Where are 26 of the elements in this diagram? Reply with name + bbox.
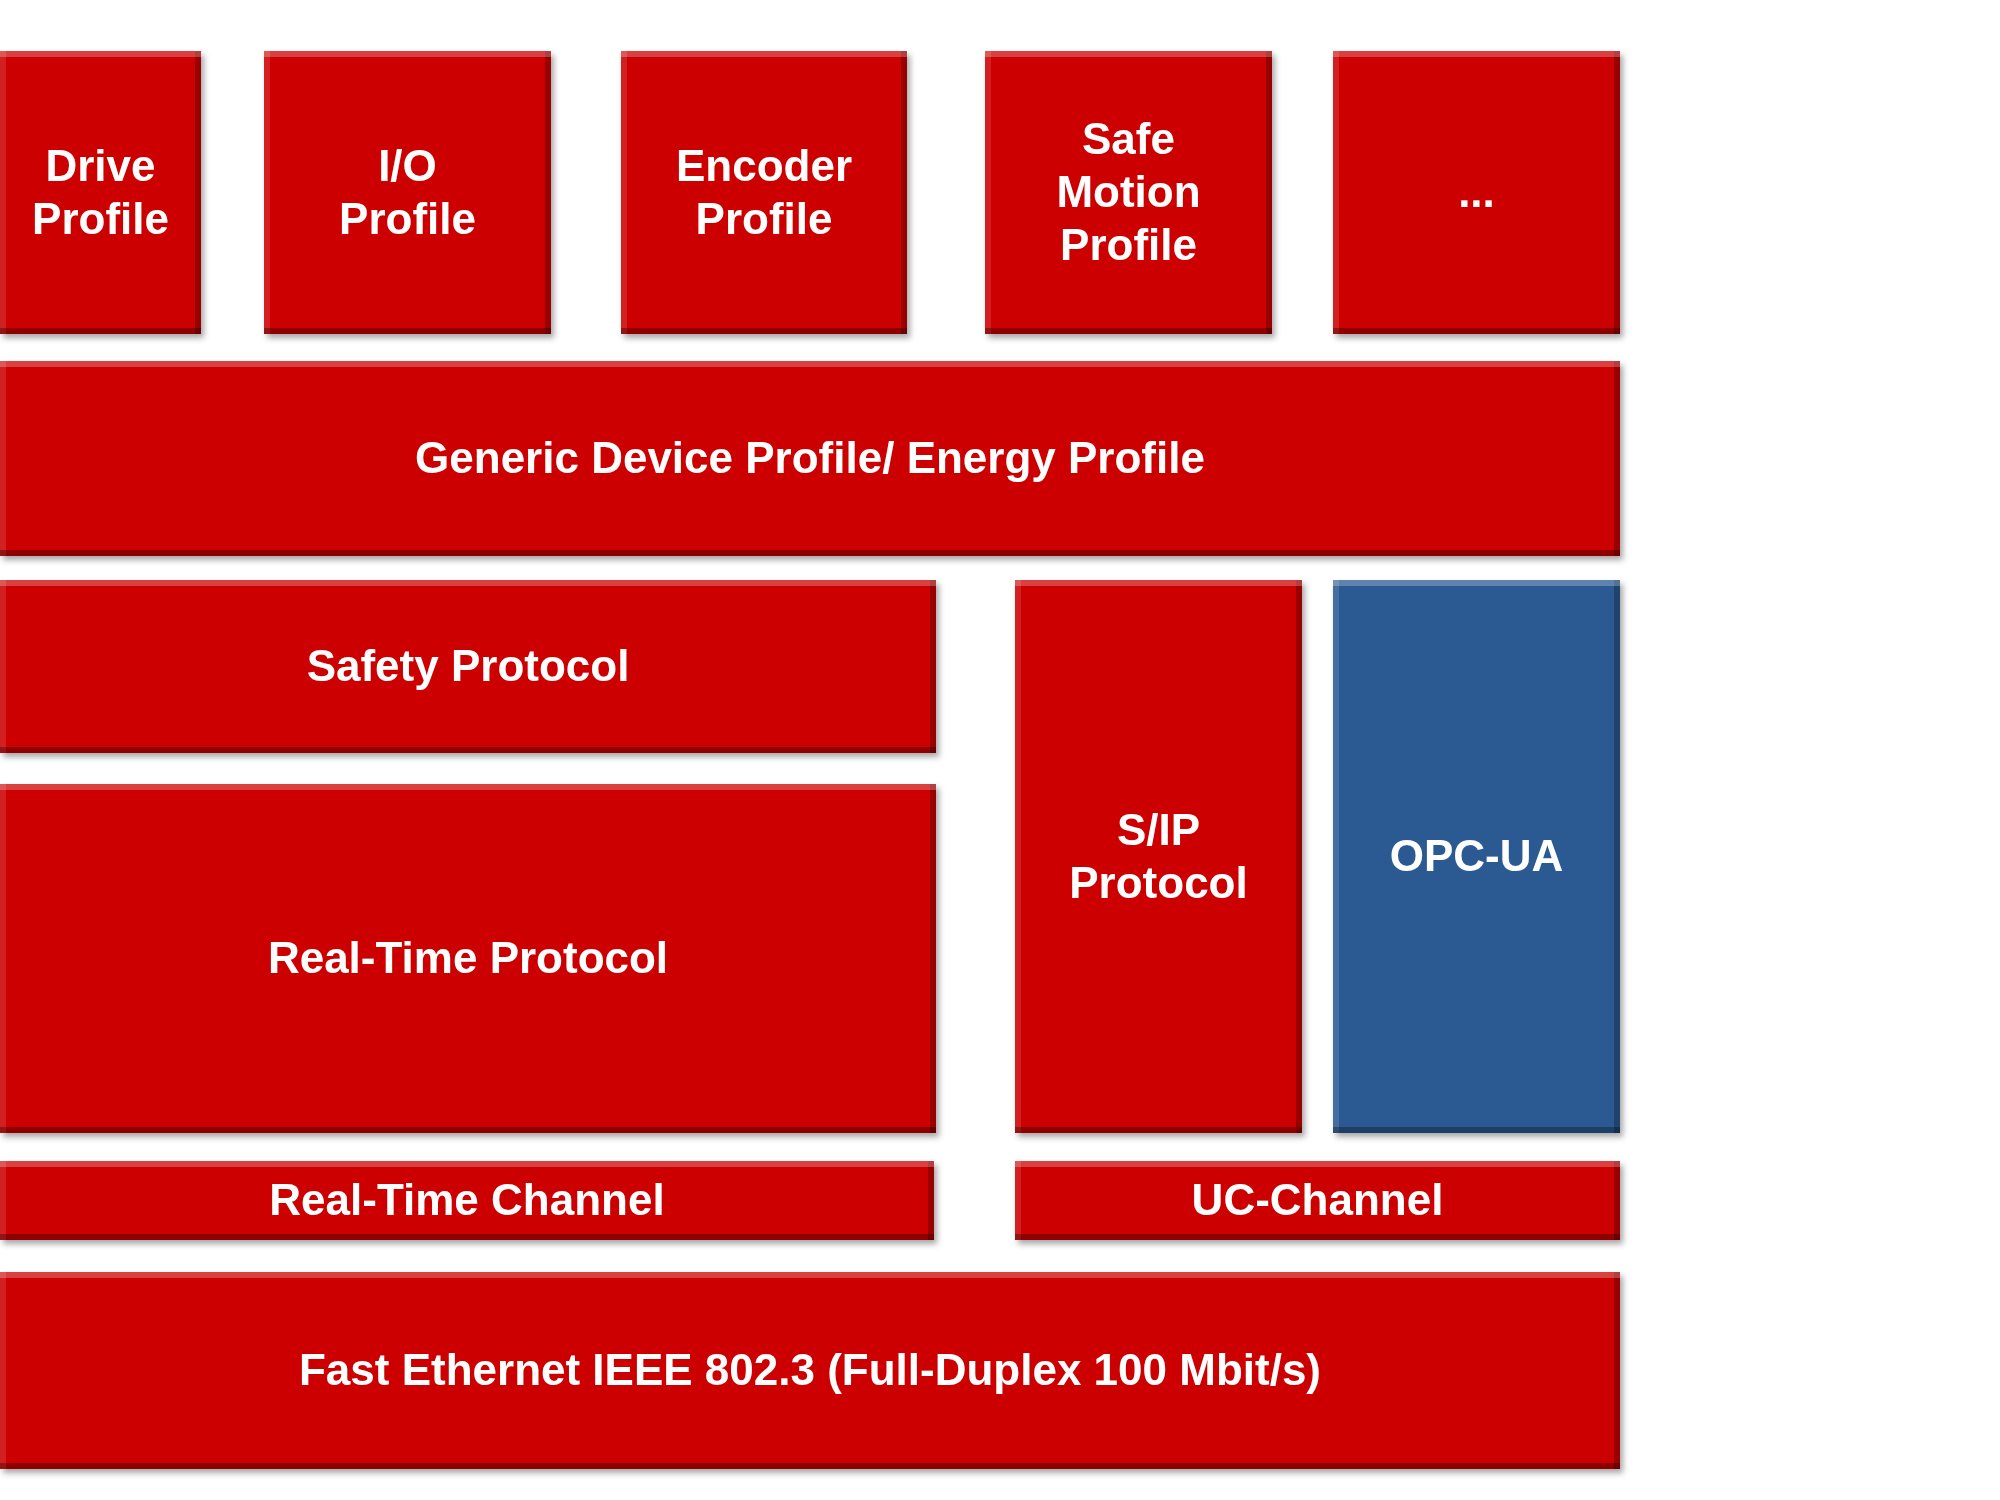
layer-block xyxy=(0,784,936,1133)
layer-block xyxy=(1015,1161,1620,1240)
layer-label: ... xyxy=(1457,166,1496,219)
layer-label: UC-Channel xyxy=(1190,1174,1445,1227)
layer-label: S/IP Protocol xyxy=(1068,803,1249,909)
layer-label: Real-Time Channel xyxy=(268,1174,666,1227)
layer-block xyxy=(985,51,1272,334)
layer-block xyxy=(1333,580,1620,1133)
layer-label: Encoder Profile xyxy=(674,139,853,245)
layer-block xyxy=(1015,580,1302,1133)
layer-label: Generic Device Profile/ Energy Profile xyxy=(414,432,1206,485)
layer-label: Real-Time Protocol xyxy=(266,932,670,985)
layer-block xyxy=(0,1272,1620,1469)
layer-label: Fast Ethernet IEEE 802.3 (Full-Duplex 100 Mbit/s) xyxy=(297,1344,1322,1397)
layer-block xyxy=(1333,51,1620,334)
layer-block xyxy=(0,1161,934,1240)
layer-block xyxy=(0,580,936,753)
layer-label: Safe Motion Profile xyxy=(1055,113,1202,271)
layer-block xyxy=(0,51,201,334)
layer-label: Drive Profile xyxy=(31,139,170,245)
layer-block xyxy=(264,51,551,334)
layer-block xyxy=(0,361,1620,556)
layer-label: Safety Protocol xyxy=(305,640,631,693)
layer-label: I/O Profile xyxy=(338,139,477,245)
layer-label: OPC-UA xyxy=(1388,830,1565,883)
layer-block xyxy=(621,51,907,334)
